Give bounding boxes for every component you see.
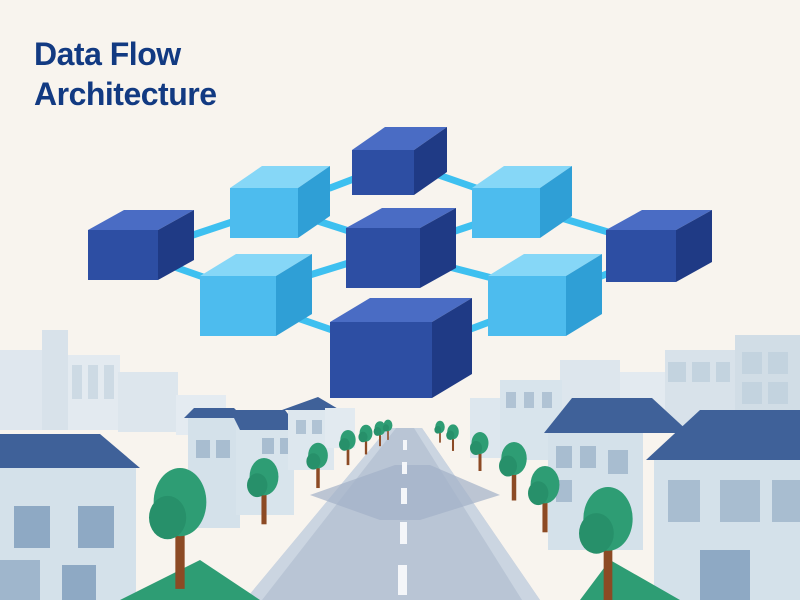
building-front-right [646, 410, 800, 600]
title-line-1: Data Flow [34, 36, 181, 72]
trees-foreground [120, 442, 680, 600]
building-front-left [0, 434, 140, 600]
road [245, 428, 540, 600]
title-line-2: Architecture [34, 76, 217, 112]
node-cube [472, 166, 572, 238]
node-cube [606, 210, 712, 282]
diagram-title: Data Flow Architecture [34, 34, 217, 114]
connector-line [186, 218, 236, 240]
node-cube [488, 254, 602, 336]
node-cube [352, 127, 447, 195]
node-cube [200, 254, 312, 336]
node-cube [330, 298, 472, 398]
node-cube [88, 210, 194, 280]
node-cube [346, 208, 456, 288]
node-group [88, 127, 712, 398]
node-cube [230, 166, 330, 238]
